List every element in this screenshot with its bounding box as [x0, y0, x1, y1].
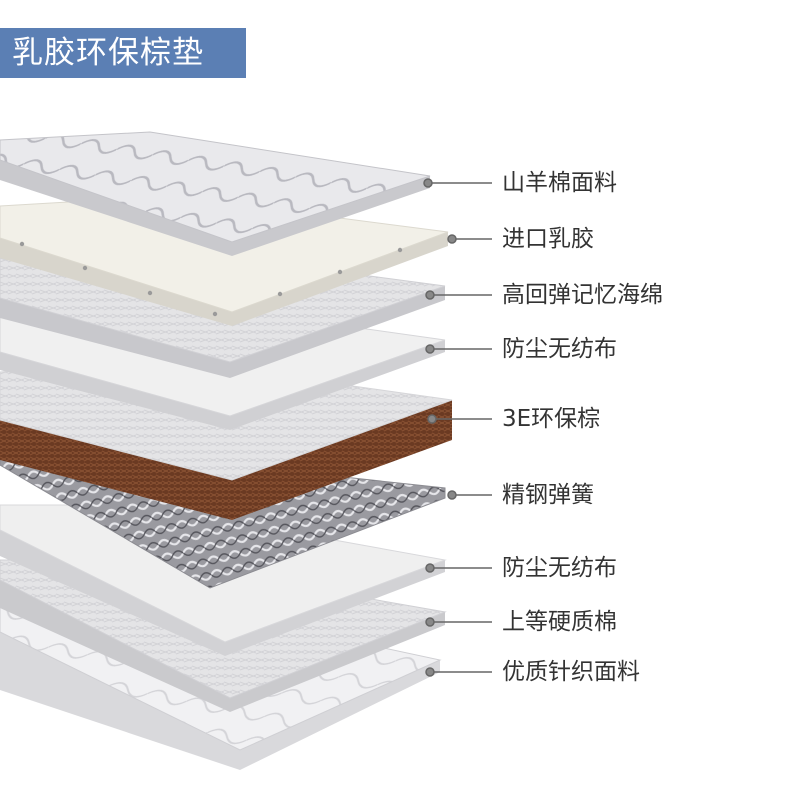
label-hard-cotton: 上等硬质棉	[502, 609, 617, 635]
label-spring: 精钢弹簧	[502, 482, 594, 508]
label-knit-fabric-bottom: 优质针织面料	[502, 659, 640, 685]
label-non-woven-2: 防尘无纺布	[502, 555, 617, 581]
label-latex: 进口乳胶	[502, 226, 594, 252]
page-title: 乳胶环保棕垫	[0, 28, 246, 78]
label-memory-foam: 高回弹记忆海绵	[502, 282, 663, 308]
layer-quilted-fabric-top	[0, 131, 431, 256]
label-coir: 3E环保棕	[502, 406, 601, 432]
leader-lines	[423, 178, 492, 677]
label-non-woven-1: 防尘无纺布	[502, 336, 617, 362]
label-quilted-fabric-top: 山羊棉面料	[502, 170, 617, 196]
